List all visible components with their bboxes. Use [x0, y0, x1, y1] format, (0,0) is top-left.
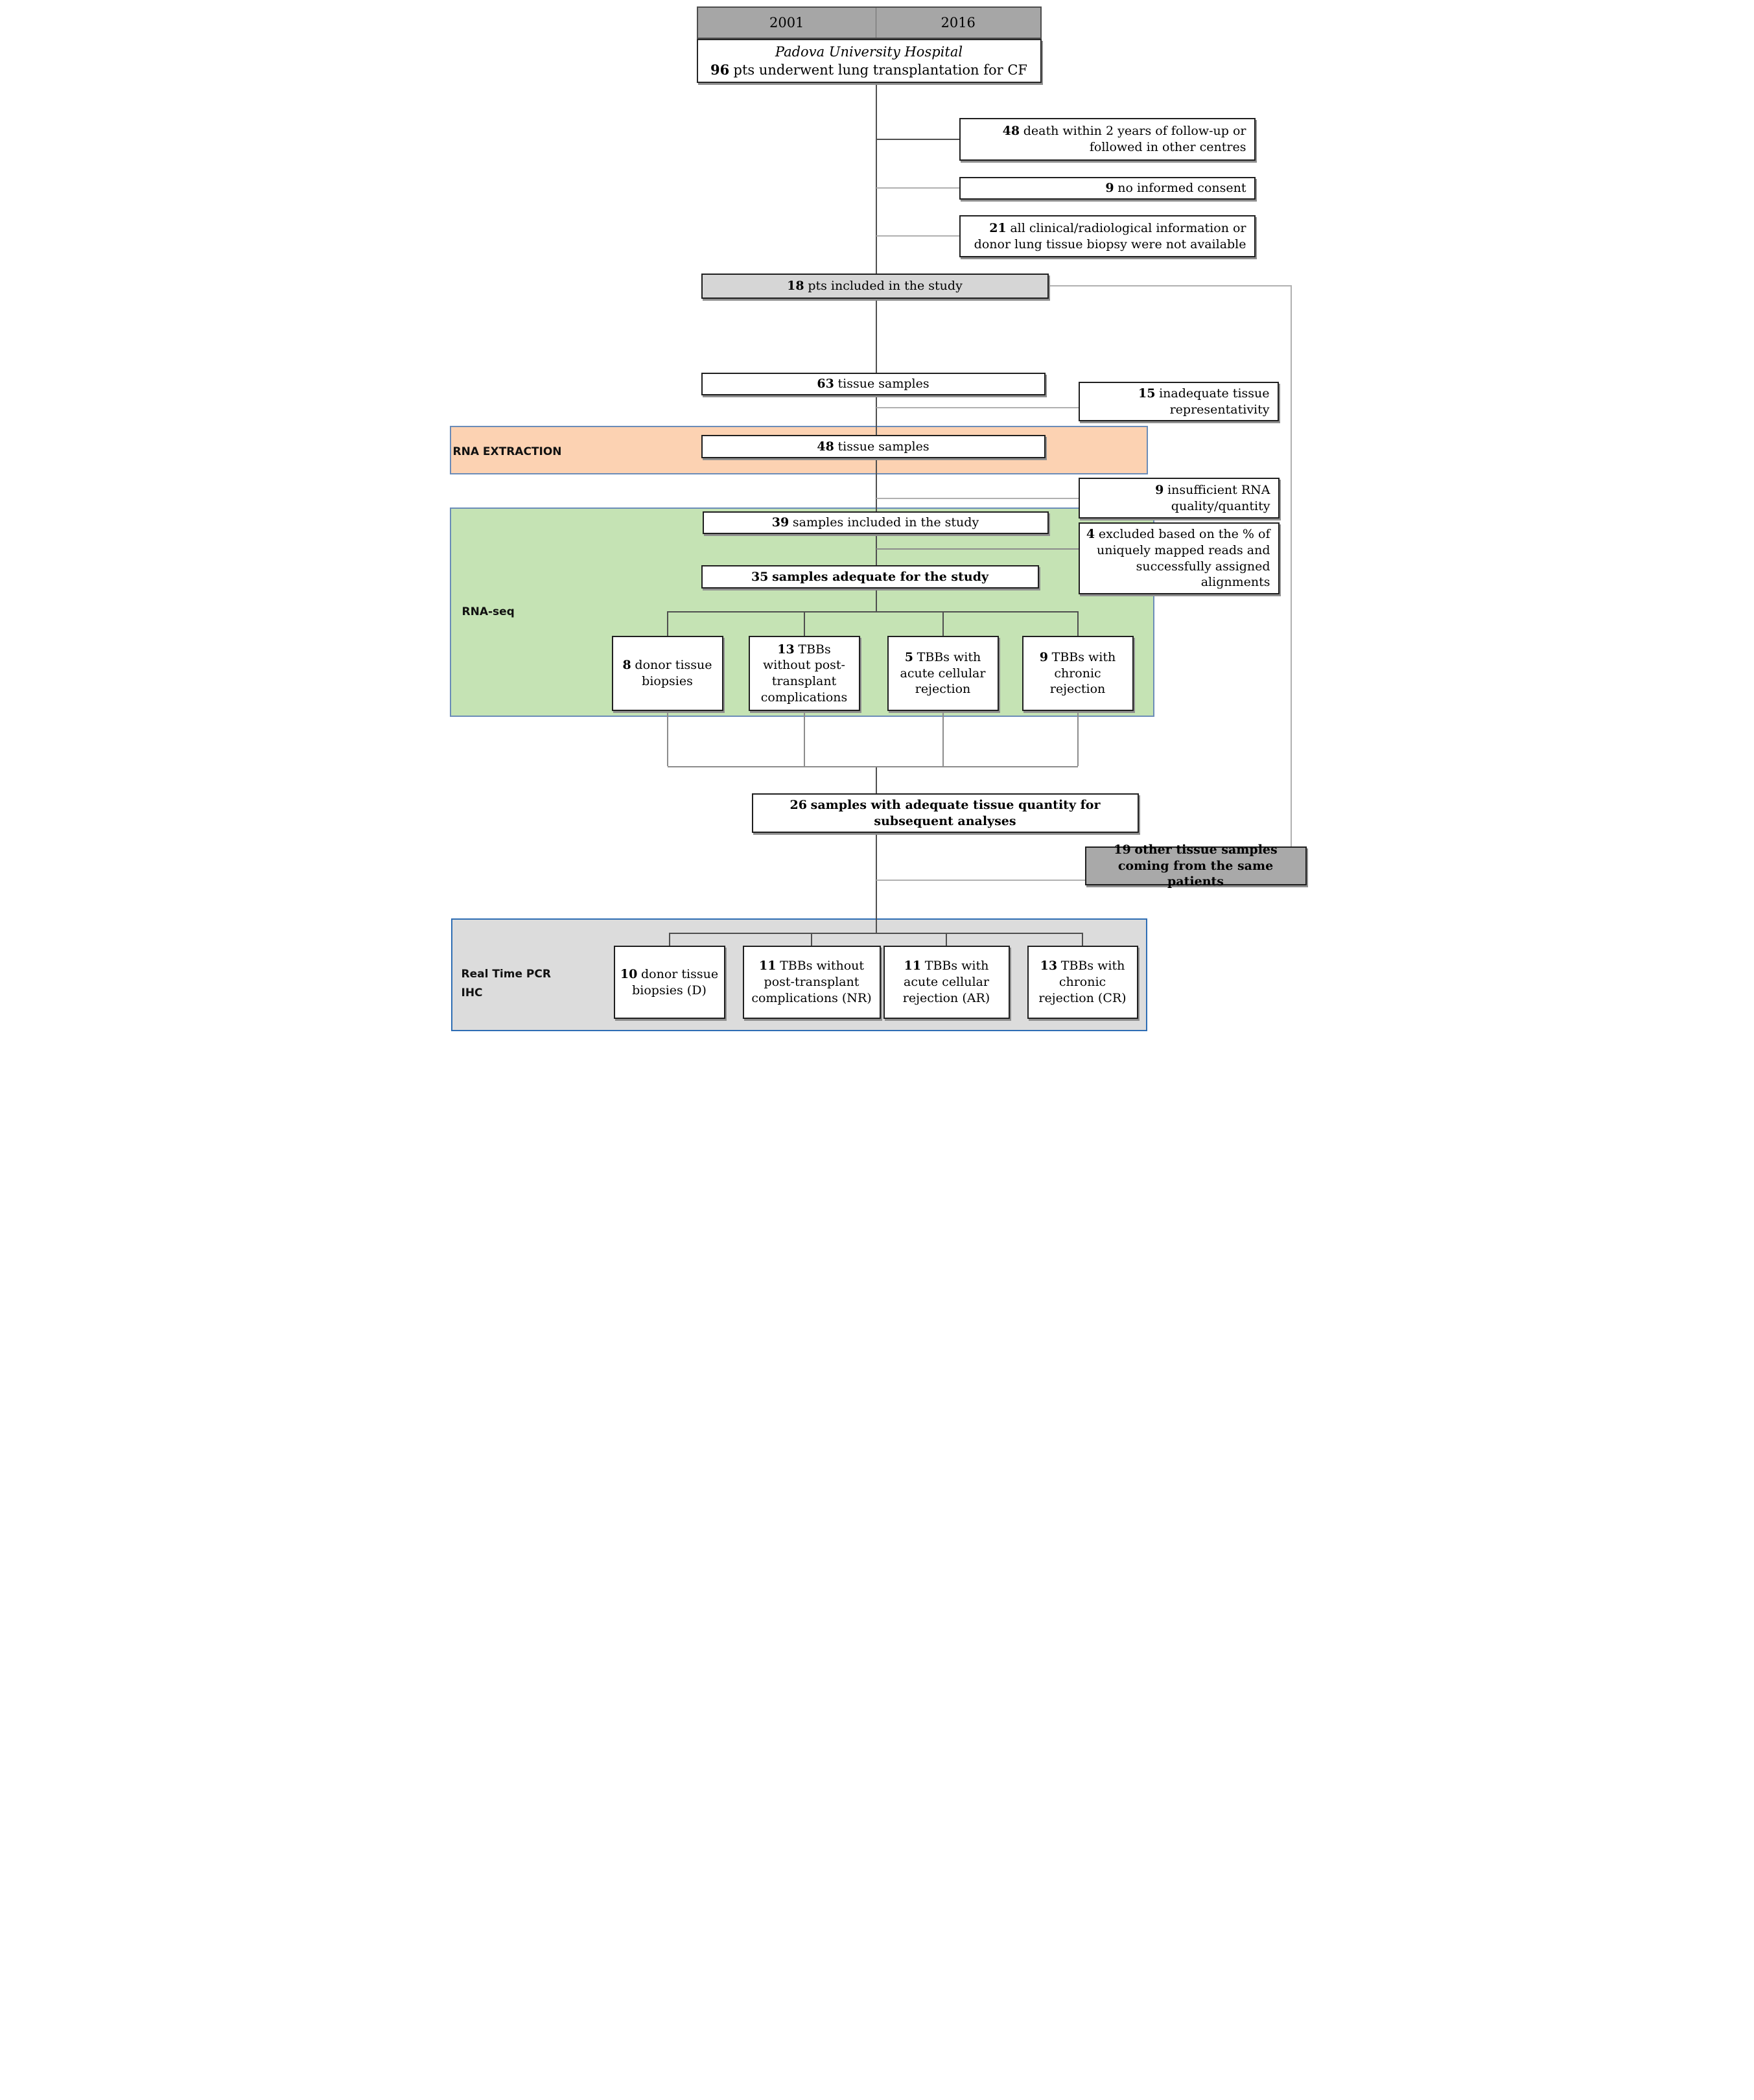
year-2016: 2016 [875, 8, 1040, 38]
connector-line [1077, 611, 1079, 636]
connector-line [876, 187, 959, 189]
study-flow-diagram: RNA EXTRACTION RNA-seq Real Time PCR IHC… [438, 0, 1316, 1050]
connector-line [875, 589, 877, 611]
connector-line [876, 235, 959, 237]
connector-line [875, 833, 877, 933]
year-bar: 2001 2016 [696, 6, 1042, 39]
connector-line [875, 534, 877, 565]
connector-line [875, 395, 877, 435]
connector-line [875, 83, 877, 274]
connector-line [875, 299, 877, 373]
connector-line [667, 766, 1078, 767]
real-time-pcr-label: Real Time PCR IHC [462, 965, 551, 1003]
connector-line [876, 548, 1080, 550]
connector-line [942, 611, 944, 636]
connector-line [1048, 285, 1292, 286]
connector-line [1290, 285, 1292, 846]
real-time-pcr-label-line1: Real Time PCR [461, 968, 551, 981]
connector-line [942, 711, 944, 766]
connector-line [810, 933, 812, 946]
connector-line [668, 933, 670, 946]
rna-extraction-label: RNA EXTRACTION [452, 445, 562, 458]
connector-line [875, 458, 877, 511]
connector-line [1077, 711, 1079, 766]
connector-line [876, 407, 1079, 408]
connector-line [666, 611, 668, 636]
hospital-name: Padova University Hospital [775, 43, 963, 60]
connector-line [876, 139, 959, 140]
rna-seq-label: RNA-seq [462, 605, 515, 618]
connector-line [876, 498, 1080, 499]
year-2001: 2001 [769, 15, 804, 30]
connector-line [875, 766, 877, 793]
connector-line [876, 880, 1085, 881]
connector-line [803, 711, 805, 766]
connector-line [1081, 933, 1083, 946]
real-time-pcr-label-line2: IHC [461, 986, 483, 999]
connector-line [945, 933, 947, 946]
connector-line [803, 611, 805, 636]
connector-line [669, 933, 1082, 934]
connector-line [667, 611, 1078, 612]
connector-line [666, 711, 668, 766]
